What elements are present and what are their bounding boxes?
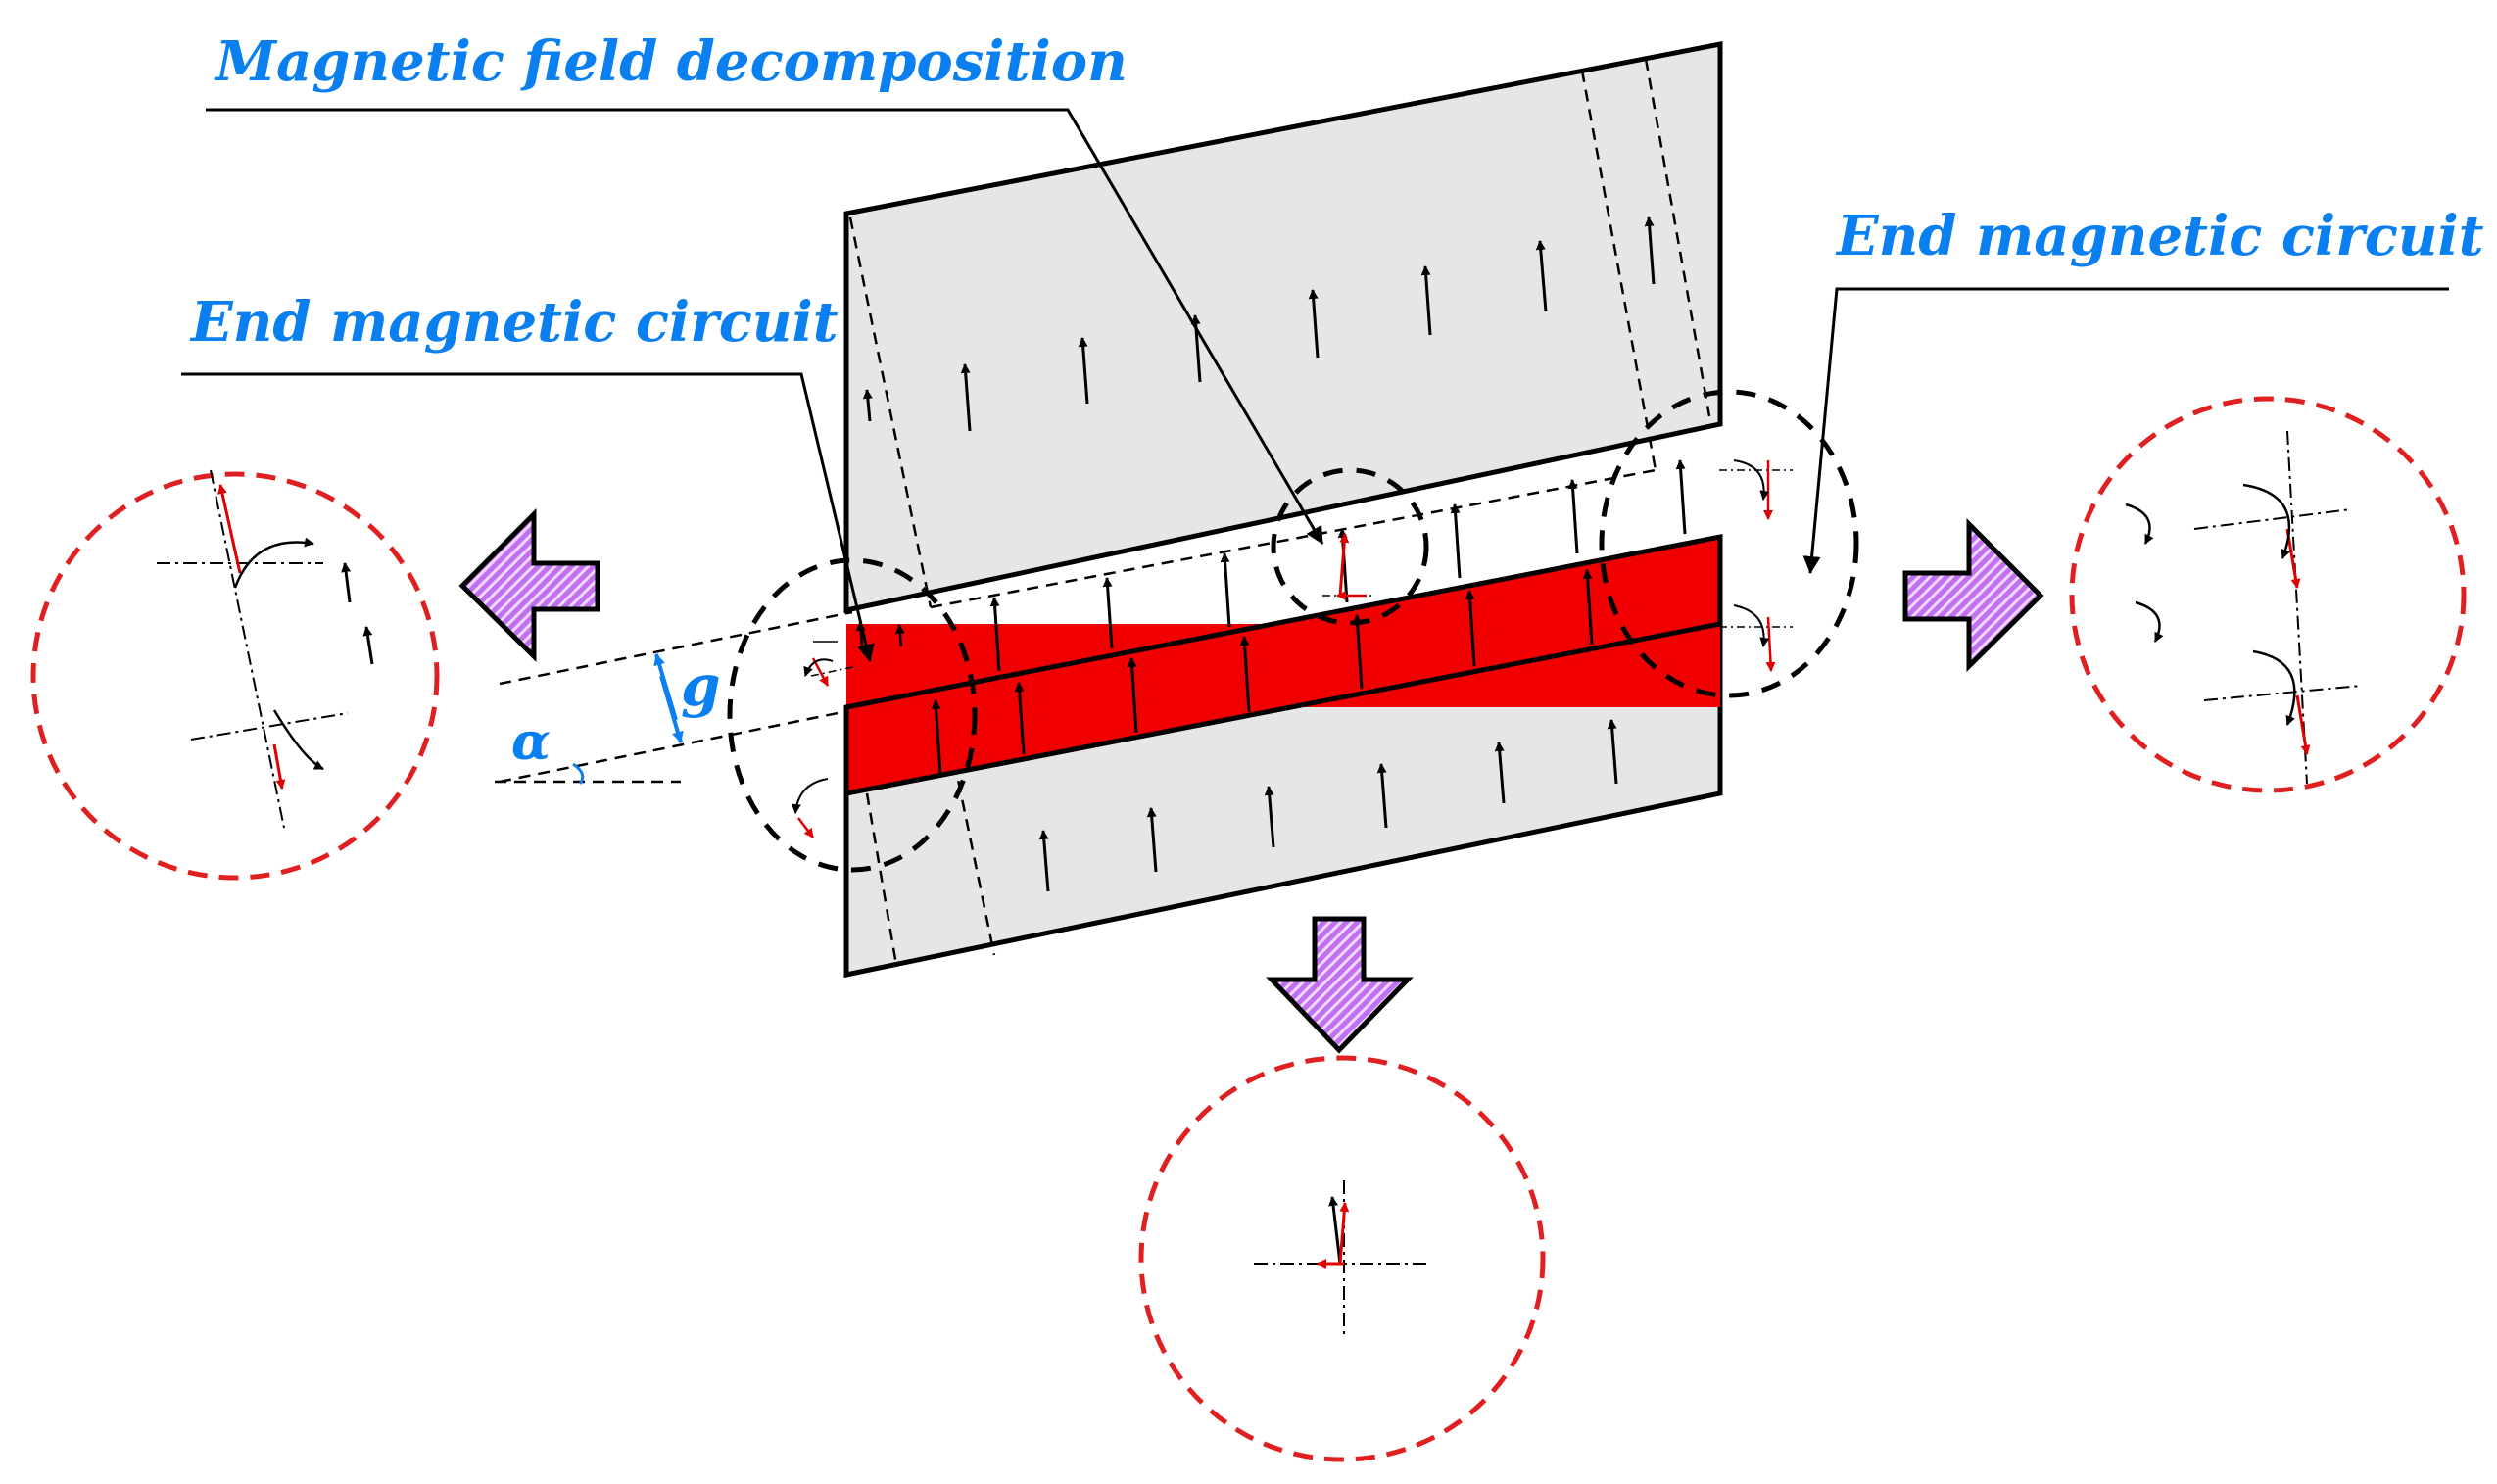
upper-core bbox=[843, 40, 1723, 614]
detail-circle-left bbox=[30, 469, 440, 881]
leader-lines bbox=[181, 108, 2449, 662]
detail-circle-right bbox=[2069, 396, 2467, 793]
air-gap-lines bbox=[495, 468, 1657, 785]
label-magnetic-field-decomposition: Magnetic field decomposition bbox=[214, 29, 1128, 94]
left-arrow-icon bbox=[458, 507, 600, 662]
zoom-region-right-end bbox=[1599, 389, 1859, 698]
label-gap-g: g bbox=[681, 652, 721, 719]
zoom-region-left-end bbox=[727, 557, 978, 873]
field-vectors-lower-core bbox=[1038, 719, 1618, 892]
zoom-region-center bbox=[1271, 467, 1429, 626]
right-arrow-icon bbox=[1902, 517, 2044, 672]
label-end-magnetic-circuit-left: End magnetic circuit bbox=[189, 290, 839, 355]
field-vectors-air-gap bbox=[989, 459, 1687, 672]
label-end-magnetic-circuit-right: End magnetic circuit bbox=[1835, 204, 2484, 268]
gap-annotation bbox=[653, 653, 684, 743]
detail-circle-bottom bbox=[1138, 1055, 1546, 1462]
down-arrow-icon bbox=[1266, 916, 1414, 1054]
permanent-magnet-shape bbox=[843, 533, 1723, 797]
label-angle-alpha: α bbox=[511, 712, 551, 772]
field-vectors-magnet bbox=[931, 569, 1594, 775]
